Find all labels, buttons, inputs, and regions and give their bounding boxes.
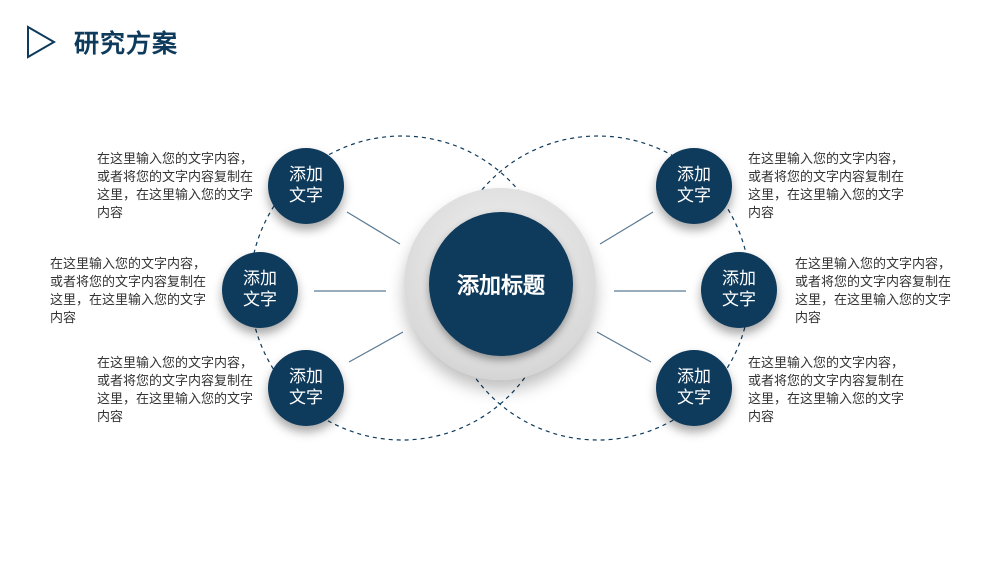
desc-left-bottom: 在这里输入您的文字内容，或者将您的文字内容复制在这里，在这里输入您的文字内容 [97,356,254,425]
header: 研究方案 [26,22,178,62]
page-title: 研究方案 [74,29,179,58]
desc-left-middle: 在这里输入您的文字内容，或者将您的文字内容复制在这里，在这里输入您的文字内容 [50,257,207,326]
connector-line [346,211,401,245]
desc-left-top: 在这里输入您的文字内容，或者将您的文字内容复制在这里，在这里输入您的文字内容 [97,152,254,221]
triangle-outline-icon [27,25,56,59]
node-right-middle: 添加 文字 [701,252,777,328]
node-left-bottom: 添加 文字 [268,350,344,426]
connector-line [599,211,654,245]
connector-line [596,331,652,363]
connector-line [348,331,404,363]
center-title: 添加标题 [429,212,573,356]
node-left-top: 添加 文字 [268,148,344,224]
desc-right-middle: 在这里输入您的文字内容，或者将您的文字内容复制在这里，在这里输入您的文字内容 [795,257,952,326]
desc-right-top: 在这里输入您的文字内容，或者将您的文字内容复制在这里，在这里输入您的文字内容 [748,152,905,221]
desc-right-bottom: 在这里输入您的文字内容，或者将您的文字内容复制在这里，在这里输入您的文字内容 [748,356,905,425]
node-left-middle: 添加 文字 [222,252,298,328]
node-right-bottom: 添加 文字 [656,350,732,426]
node-right-top: 添加 文字 [656,148,732,224]
